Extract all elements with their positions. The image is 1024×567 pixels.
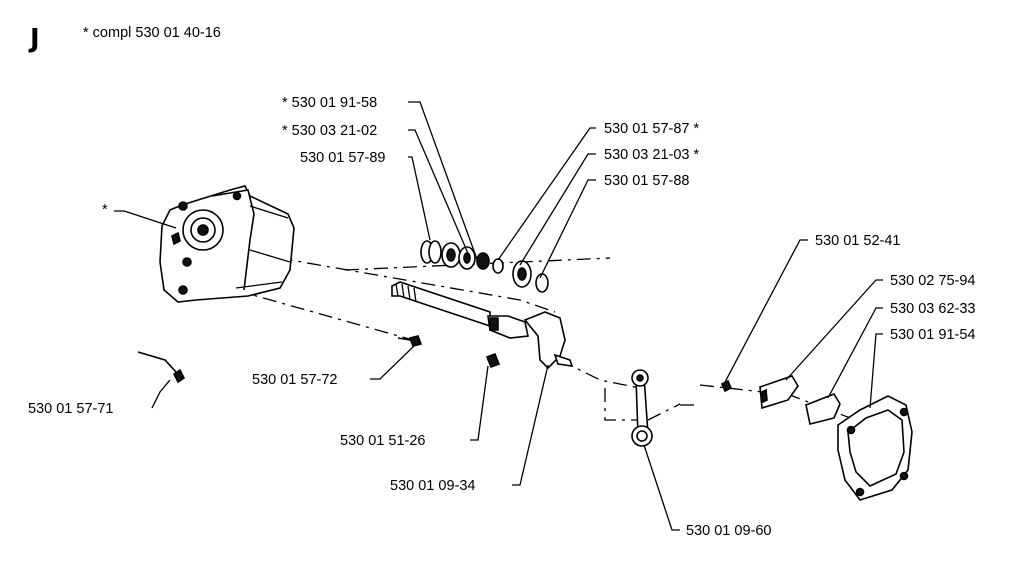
part-label: *	[102, 202, 108, 218]
part-label: 530 01 57-71	[28, 401, 113, 417]
part-label: 530 01 09-34	[390, 478, 475, 494]
crankcase-half	[159, 185, 295, 303]
leader-lines	[114, 101, 883, 531]
part-label: 530 02 75-94	[890, 273, 975, 289]
part-label: 530 01 57-87 *	[604, 121, 699, 137]
part-label: 530 03 62-33	[890, 301, 975, 317]
assembly-axes	[234, 252, 901, 438]
crankshaft	[391, 281, 574, 370]
part-label: * 530 01 91-58	[282, 95, 377, 111]
part-label: 530 01 52-41	[815, 233, 900, 249]
small-parts	[137, 335, 733, 393]
part-label: * 530 03 21-02	[282, 123, 377, 139]
part-label: 530 01 57-88	[604, 173, 689, 189]
cover-plates	[759, 375, 913, 501]
kit-note: * compl 530 01 40-16	[83, 25, 221, 41]
part-label: 530 01 51-26	[340, 433, 425, 449]
part-label: 530 01 57-72	[252, 372, 337, 388]
part-label: 530 01 91-54	[890, 327, 975, 343]
part-label: 530 01 09-60	[686, 523, 771, 539]
part-labels: * 530 01 91-58 * 530 03 21-02 530 01 57-…	[28, 95, 975, 539]
section-letter: J	[28, 24, 40, 54]
part-label: 530 01 57-89	[300, 150, 385, 166]
part-label: 530 03 21-03 *	[604, 147, 699, 163]
connecting-rod	[631, 369, 653, 447]
bearing-stack	[420, 240, 549, 293]
